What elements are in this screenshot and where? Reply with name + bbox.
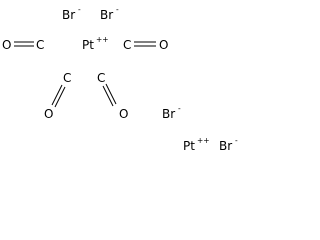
- bromide-ion-3: Br -: [162, 104, 181, 121]
- carbonyl-group-1: O C: [2, 38, 44, 52]
- carbonyl-4-bond-line-b: [105, 83, 117, 105]
- carbonyl-2-oxygen: O: [159, 38, 168, 52]
- bromide-ion-4: Br -: [219, 136, 238, 153]
- bromide-3-charge: -: [178, 104, 181, 113]
- carbonyl-1-oxygen: O: [2, 38, 11, 52]
- carbonyl-3-bond-line-a: [51, 84, 63, 106]
- carbonyl-4-carbon: C: [97, 71, 105, 85]
- platinum-2-symbol: Pt: [183, 139, 195, 153]
- carbonyl-4-oxygen: O: [119, 107, 128, 121]
- bromide-1-charge: -: [78, 5, 81, 14]
- bromide-3-symbol: Br: [162, 107, 175, 121]
- platinum-ion-2: Pt ++: [183, 136, 210, 153]
- platinum-2-charge: ++: [197, 136, 210, 145]
- carbonyl-3-oxygen: O: [44, 107, 53, 121]
- bromide-4-charge: -: [235, 136, 238, 145]
- platinum-1-symbol: Pt: [82, 38, 94, 52]
- platinum-ion-1: Pt ++: [82, 35, 109, 52]
- bromide-4-symbol: Br: [219, 139, 232, 153]
- bromide-1-symbol: Br: [62, 8, 75, 22]
- bromide-ion-2: Br -: [100, 5, 119, 22]
- chemical-structure-drawing: Br - Br - Pt ++ O C C O C: [2, 5, 238, 153]
- carbonyl-group-3: C O: [44, 71, 71, 121]
- carbonyl-4-bond-line-a: [102, 85, 114, 107]
- bromide-2-charge: -: [116, 5, 119, 14]
- carbonyl-2-carbon: C: [123, 38, 131, 52]
- structure-canvas: Br - Br - Pt ++ O C C O C: [0, 0, 243, 157]
- platinum-1-charge: ++: [96, 35, 109, 44]
- carbonyl-3-carbon: C: [63, 71, 71, 85]
- carbonyl-group-2: C O: [123, 38, 168, 52]
- carbonyl-3-bond-line-b: [54, 86, 66, 108]
- bromide-2-symbol: Br: [100, 8, 113, 22]
- bromide-ion-1: Br -: [62, 5, 81, 22]
- carbonyl-group-4: C O: [97, 71, 128, 121]
- carbonyl-1-carbon: C: [36, 38, 44, 52]
